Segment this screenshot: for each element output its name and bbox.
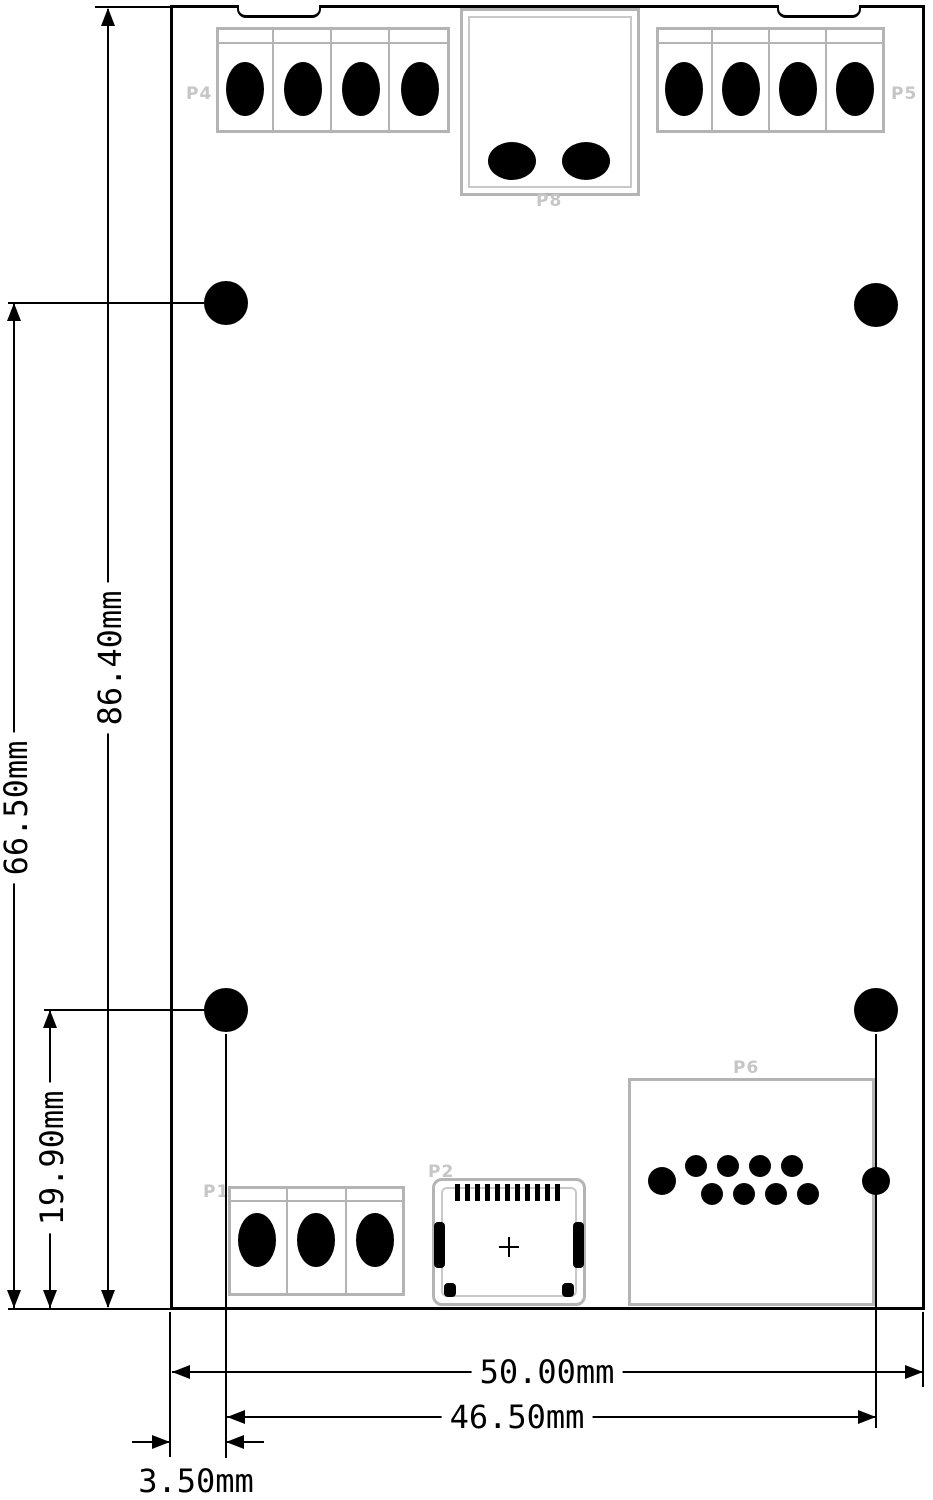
dim-arrow [858,1410,876,1424]
connector-p5-strip [658,42,883,44]
ref-label-p6: P6 [733,1058,760,1078]
p6-pin [717,1155,739,1177]
p1-pad [356,1213,394,1267]
connector-p4-divider [330,29,332,131]
dim-arrow [152,1435,170,1449]
connector-p4-strip [218,42,448,44]
ref-label-p5: P5 [891,84,918,104]
p6-pin [797,1183,819,1205]
dim-arrow [172,1365,190,1379]
p2-shield-tab-left [434,1222,445,1268]
connector-p4-divider [272,29,274,131]
board-outline [170,5,925,1310]
dim-arrow [101,1290,115,1308]
dim-label-total-width: 50.00mm [471,1353,623,1391]
p8-pad [488,142,536,180]
dim-tail-3-50-right [226,1441,264,1443]
ext-line-top [95,6,172,8]
p6-pin [701,1183,723,1205]
ext-line-hole-top-left [8,302,204,304]
p6-pin [765,1183,787,1205]
ext-line-hole-left [225,1034,227,1458]
p8-pad [562,142,610,180]
p2-foot-left [444,1283,456,1297]
p5-pad [836,62,874,116]
dim-arrow [7,1290,21,1308]
dim-arrow [43,1290,57,1308]
p6-side-hole-left [648,1167,676,1195]
ref-label-p8: P8 [536,191,563,211]
connector-p5 [656,27,885,133]
dim-tail-3-50-left [132,1441,170,1443]
dim-arrow [226,1435,244,1449]
ref-label-p1: P1 [203,1182,230,1202]
mounting-hole-top-right [854,283,898,327]
ext-line-board-left [169,1312,171,1457]
connector-p2 [432,1178,586,1306]
connector-p8-inner [468,16,632,188]
dim-arrow [227,1410,245,1424]
connector-p5-divider [768,29,770,131]
connector-p1-divider [345,1188,347,1294]
connector-p5-divider [711,29,713,131]
p5-pad [779,62,817,116]
p2-shield-tab-right [573,1222,584,1268]
dim-label-total-height: 86.40mm [91,582,129,734]
ext-line-board-bottom [8,1308,172,1310]
connector-p1-divider [286,1188,288,1294]
dim-arrow [101,8,115,26]
mounting-hole-bottom-left [204,988,248,1032]
dim-label-hole-span-width: 46.50mm [441,1398,593,1436]
connector-p5-divider [825,29,827,131]
mounting-hole-bottom-right [854,988,898,1032]
mounting-hole-top-left [204,281,248,325]
p1-pad [297,1213,335,1267]
board-top-notch-right [777,5,861,18]
ref-label-p4: P4 [186,84,213,104]
p6-pin [749,1155,771,1177]
connector-p1-strip [230,1200,403,1202]
p4-pad [226,62,264,116]
p2-center-mark [508,1237,510,1257]
ext-line-board-right [922,1312,924,1387]
p2-pin-comb [455,1184,565,1201]
connector-p4 [216,27,450,133]
dim-arrow [43,1010,57,1028]
p6-pin [733,1183,755,1205]
dim-label-bottom-hole-height: 19.90mm [33,1082,71,1234]
ext-line-hole-bottom-left [44,1009,204,1011]
p5-pad [665,62,703,116]
ref-label-p2: P2 [428,1162,455,1182]
p6-pin [685,1155,707,1177]
dim-arrow [905,1365,923,1379]
p1-pad [238,1213,276,1267]
p6-pin [781,1155,803,1177]
dim-arrow [7,303,21,321]
dim-label-hole-span-height: 66.50mm [0,732,35,884]
p2-foot-right [562,1283,574,1297]
p4-pad [284,62,322,116]
connector-p4-divider [388,29,390,131]
connector-p8 [460,8,640,196]
p5-pad [722,62,760,116]
p4-pad [342,62,380,116]
p4-pad [401,62,439,116]
board-top-notch-left [237,5,321,18]
connector-p1 [228,1186,405,1296]
dim-label-edge-offset: 3.50mm [130,1462,262,1500]
ext-line-hole-right [875,1034,877,1428]
